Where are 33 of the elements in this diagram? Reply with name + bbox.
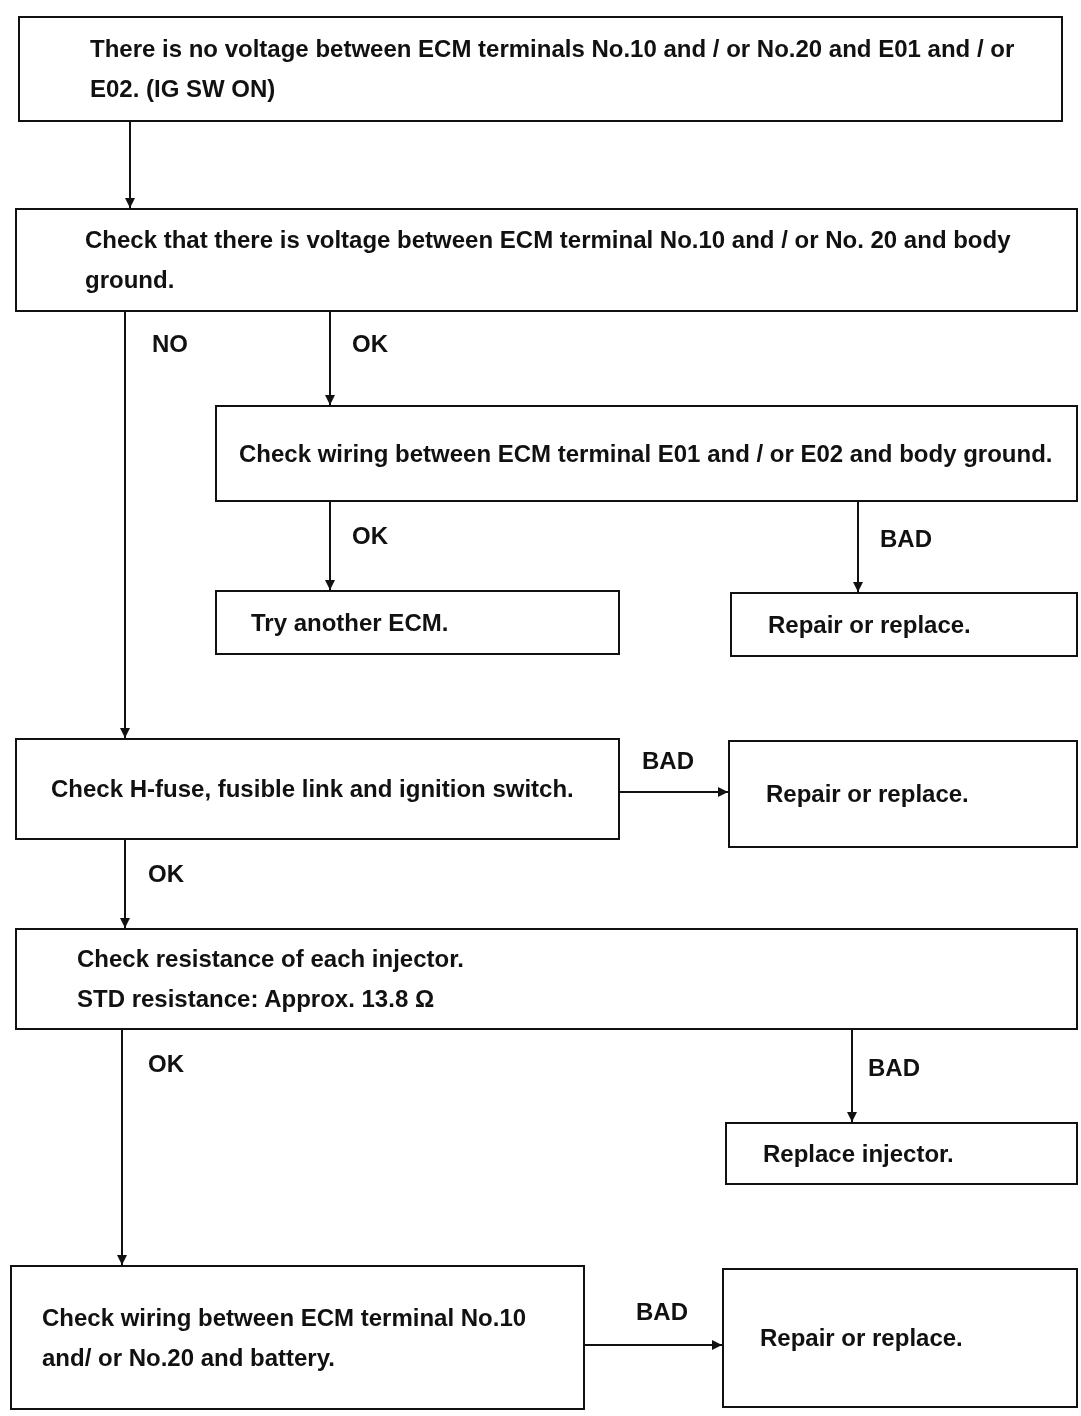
box-text: Check resistance of each injector. (77, 944, 465, 974)
process-box (18, 16, 1063, 122)
process-box (725, 1122, 1078, 1185)
process-box (722, 1268, 1078, 1408)
arrow (120, 311, 130, 739)
process-box (15, 738, 620, 840)
process-box (215, 405, 1078, 502)
process-box (15, 928, 1078, 1030)
box-text: Replace injector. (763, 1138, 955, 1169)
box-text: Check wiring between ECM terminal E01 and / or E02 and body ground. (239, 438, 1054, 469)
arrow (117, 1029, 127, 1266)
arrow (847, 1029, 857, 1123)
process-box (730, 592, 1078, 657)
box-text: Repair or replace. (766, 779, 970, 809)
process-box (15, 208, 1078, 312)
box-text: Check that there is voltage between ECM terminal No.10 and / or No. 20 and body ground. (85, 225, 1012, 295)
box-text: There is no voltage between ECM terminals No.10 and / or No.20 and E01 and / or E02. (IG SW ON) (90, 34, 1016, 104)
box-text: Repair or replace. (768, 609, 972, 640)
box-text: Check wiring between ECM terminal No.10 and/ or No.20 and battery. (42, 1302, 528, 1373)
arrow (325, 311, 335, 406)
box-text: Try another ECM. (251, 607, 450, 638)
arrow (619, 787, 729, 797)
box-text: Repair or replace. (760, 1323, 964, 1353)
box-text: STD resistance: Approx. 13.8 Ω (77, 984, 436, 1014)
arrow (584, 1340, 723, 1350)
arrow (125, 121, 135, 209)
arrow (853, 501, 863, 593)
process-box (10, 1265, 585, 1410)
box-text: Check H-fuse, fusible link and ignition switch. (51, 774, 575, 804)
arrow (120, 839, 130, 929)
arrow (325, 501, 335, 591)
process-box (728, 740, 1078, 848)
process-box (215, 590, 620, 655)
